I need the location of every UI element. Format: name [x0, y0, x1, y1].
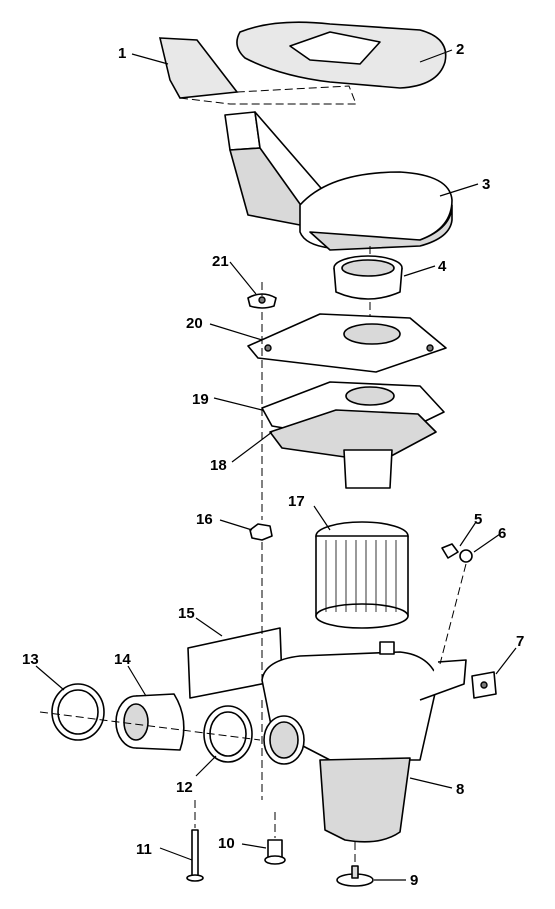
callout-14: 14 — [114, 651, 131, 668]
callout-3: 3 — [482, 176, 490, 193]
callout-6: 6 — [498, 525, 506, 542]
callout-labels: 1 2 3 4 5 6 7 8 9 10 11 12 13 14 15 16 1… — [22, 41, 524, 889]
part-8-airbox-housing — [261, 641, 467, 843]
part-4-coupler — [333, 255, 403, 300]
callout-19: 19 — [192, 391, 209, 408]
callout-13: 13 — [22, 651, 39, 668]
callout-7: 7 — [516, 633, 524, 650]
callout-16: 16 — [196, 511, 213, 528]
part-16-nut — [249, 523, 273, 541]
callout-9: 9 — [410, 872, 418, 889]
part-21-wing-nut — [247, 293, 277, 309]
part-17-filter-element — [315, 521, 409, 629]
housing-outlet — [263, 715, 305, 765]
callout-17: 17 — [288, 493, 305, 510]
part-11-bolt — [186, 829, 204, 882]
part-13-clamp — [51, 683, 105, 741]
leader-lines — [35, 49, 517, 881]
part-18-gasket — [269, 409, 437, 489]
callout-20: 20 — [186, 315, 203, 332]
part-7-clip — [471, 671, 497, 699]
filter-pleats — [325, 540, 397, 612]
callout-5: 5 — [474, 511, 482, 528]
callout-8: 8 — [456, 781, 464, 798]
part-9-drain-valve — [336, 865, 374, 887]
callout-10: 10 — [218, 835, 235, 852]
callout-18: 18 — [210, 457, 227, 474]
part-5-screw — [441, 543, 459, 559]
part-20-cover-plate — [247, 313, 447, 373]
callout-4: 4 — [438, 258, 447, 275]
callout-11: 11 — [136, 841, 152, 858]
callout-15: 15 — [178, 605, 195, 622]
part-12-clamp — [203, 705, 253, 763]
assembly-centerlines — [39, 246, 467, 864]
part-6-washer — [459, 549, 473, 563]
part-10-drain-cap — [264, 839, 286, 865]
callout-2: 2 — [456, 41, 464, 58]
part-14-boot — [115, 693, 185, 751]
callout-12: 12 — [176, 779, 193, 796]
part-3-intake-cover — [224, 111, 453, 251]
callout-1: 1 — [118, 45, 126, 62]
callout-21: 21 — [212, 253, 229, 270]
part-1-foam-prefilter — [158, 37, 357, 105]
part-2-foam-seal — [236, 21, 447, 89]
